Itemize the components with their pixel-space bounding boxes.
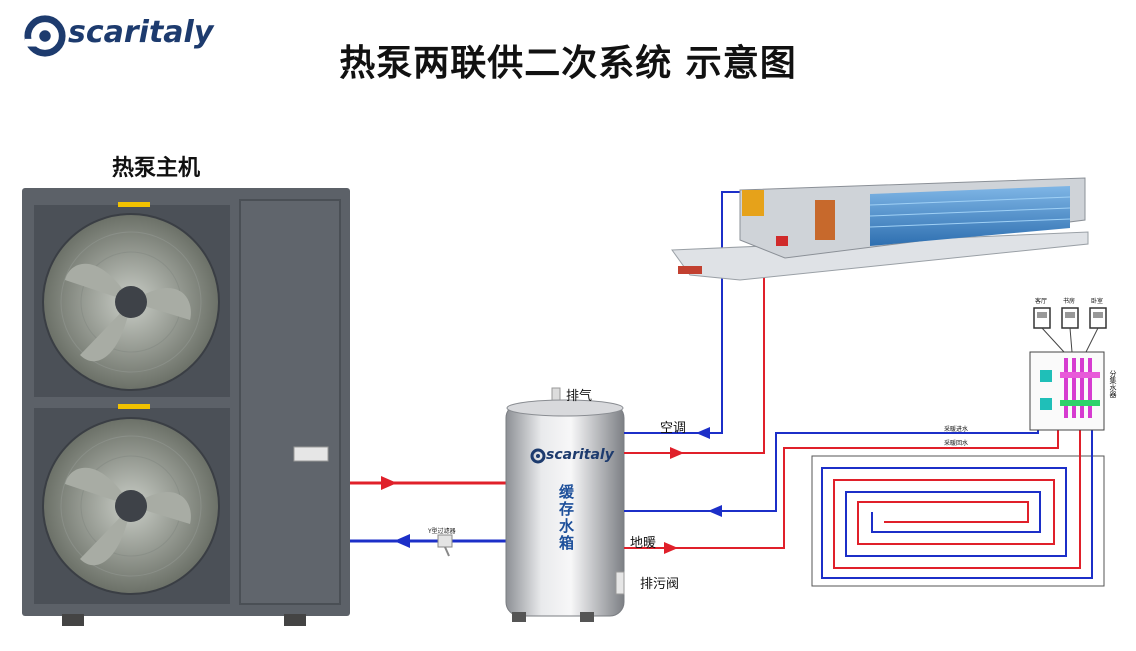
brand-logo-icon	[24, 15, 66, 57]
y-filter-icon	[437, 534, 453, 557]
thermostat-2-icon	[1061, 307, 1079, 353]
thermostat-3-label: 卧室	[1091, 298, 1104, 305]
vent-label: 排气	[566, 389, 593, 404]
thermostat-1-label: 客厅	[1035, 298, 1048, 305]
manifold-box	[1029, 351, 1105, 431]
drain-valve-label: 排污阀	[640, 577, 680, 592]
manifold-supply-label: 采暖进水	[944, 426, 969, 433]
manifold-side-label: 分集水器	[1109, 370, 1117, 398]
heat-pump-return-pipe	[350, 534, 506, 548]
tank-logo-text: scaritaly	[546, 447, 614, 463]
fan-top-icon	[42, 213, 220, 391]
brand-logo-text: scaritaly	[68, 15, 214, 50]
fan-bottom-icon	[42, 417, 220, 595]
floor-heating-loop	[811, 418, 1105, 587]
thermostat-1-icon	[1033, 307, 1065, 353]
ac-return-pipe	[624, 191, 752, 439]
y-filter-label: Y型过滤器	[428, 528, 456, 535]
heat-pump-supply-pipe	[350, 476, 506, 490]
tank-label: 缓存水箱	[557, 484, 575, 552]
heat-pump-label: 热泵主机	[112, 156, 201, 181]
buffer-tank	[505, 387, 625, 622]
page-title: 热泵两联供二次系统 示意图	[339, 43, 797, 84]
floor-heating-label: 地暖	[630, 536, 657, 551]
fan-coil-unit	[671, 177, 1089, 281]
ac-label: 空调	[660, 421, 687, 436]
manifold-return-label: 采暖回水	[944, 440, 969, 447]
thermostat-3-icon	[1085, 307, 1107, 353]
thermostat-2-label: 书房	[1063, 298, 1076, 305]
floor-supply-pipe	[624, 415, 1059, 554]
